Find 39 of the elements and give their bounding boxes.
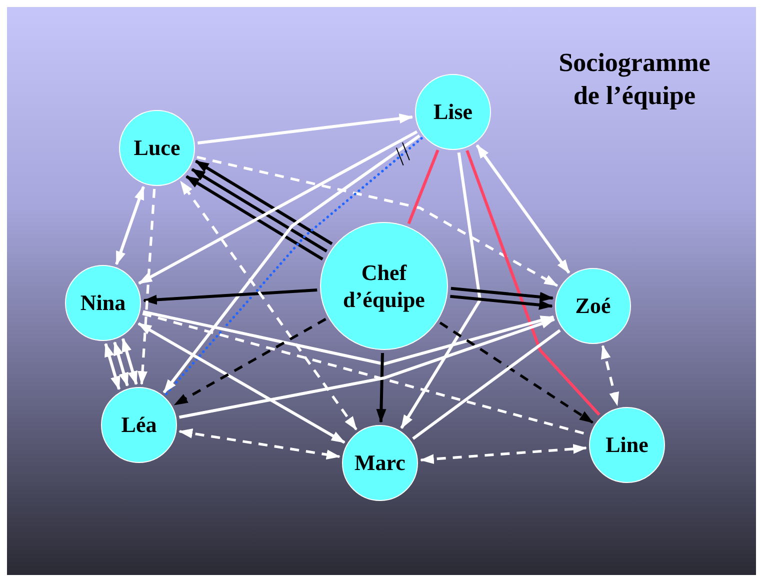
arrow bbox=[194, 160, 333, 246]
arrow bbox=[122, 338, 138, 386]
arrow bbox=[138, 188, 156, 386]
arrow bbox=[104, 342, 120, 390]
node-label: Zoé bbox=[575, 292, 611, 320]
arrow bbox=[376, 352, 386, 423]
arrow bbox=[138, 130, 418, 285]
node-label: Luce bbox=[134, 134, 180, 162]
node-label: Chef d’équipe bbox=[342, 258, 426, 314]
connector-line bbox=[407, 150, 440, 224]
connector-line bbox=[466, 150, 600, 416]
arrow bbox=[420, 444, 588, 464]
arrow bbox=[178, 428, 340, 460]
person-circle bbox=[342, 425, 418, 501]
arrow bbox=[180, 180, 358, 430]
node-label: Line bbox=[606, 431, 648, 459]
arrow bbox=[186, 175, 324, 260]
arrow bbox=[138, 322, 346, 444]
arrow bbox=[439, 322, 594, 424]
connector-line bbox=[412, 329, 561, 440]
arrow bbox=[450, 294, 553, 310]
arrow bbox=[476, 144, 570, 274]
arrow bbox=[191, 168, 328, 252]
arrow bbox=[400, 152, 482, 429]
arrow bbox=[115, 186, 145, 266]
node-label: Nina bbox=[80, 289, 126, 317]
arrow bbox=[196, 156, 558, 287]
node-label: Marc bbox=[354, 449, 406, 477]
arrow bbox=[142, 310, 554, 366]
node-label: Lise bbox=[433, 98, 473, 126]
arrow bbox=[174, 318, 326, 406]
node-label: Léa bbox=[121, 411, 157, 439]
arrow bbox=[600, 344, 620, 406]
arrow bbox=[178, 318, 556, 419]
arrow bbox=[198, 114, 414, 145]
arrow bbox=[142, 288, 318, 305]
diagram-title: Sociogramme de l’équipe bbox=[558, 47, 712, 112]
arrow bbox=[450, 286, 554, 302]
arrow bbox=[113, 341, 129, 387]
